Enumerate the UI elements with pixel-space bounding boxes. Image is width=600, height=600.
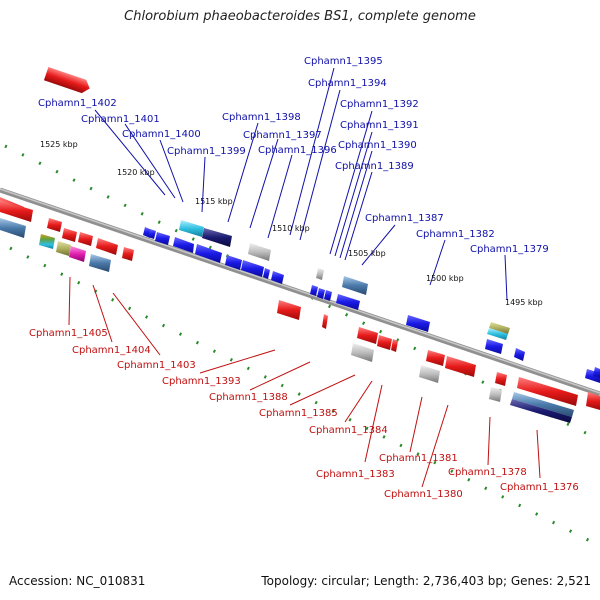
tick-label: 1500 kbp <box>426 274 464 283</box>
gene-feature <box>89 254 111 272</box>
gene-feature <box>173 237 194 253</box>
gene-label: Cphamn1_1383 <box>316 469 395 480</box>
gene-label: Cphamn1_1403 <box>117 360 196 371</box>
gene-feature <box>241 260 264 277</box>
gene-feature <box>342 276 368 295</box>
gene-label: Cphamn1_1389 <box>335 161 414 172</box>
gene-feature <box>148 229 156 239</box>
gene-feature <box>248 243 271 261</box>
gene-feature <box>351 343 374 362</box>
gene-label: Cphamn1_1402 <box>38 98 117 109</box>
gene-feature <box>47 218 62 232</box>
gene-label: Cphamn1_1393 <box>162 376 241 387</box>
genome-summary: Topology: circular; Length: 2,736,403 bp… <box>261 574 591 588</box>
tick-label: 1520 kbp <box>117 168 155 177</box>
gene-feature <box>96 238 118 255</box>
gene-feature <box>62 228 77 242</box>
gene-label: Cphamn1_1384 <box>309 425 388 436</box>
tick-label: 1515 kbp <box>195 197 233 206</box>
gene-feature <box>419 365 440 383</box>
tick-label: 1495 kbp <box>505 298 543 307</box>
gene-feature <box>195 244 222 263</box>
gene-feature <box>485 339 503 354</box>
gene-label: Cphamn1_1392 <box>340 99 419 110</box>
gene-feature <box>514 348 525 361</box>
gene-feature <box>155 232 170 245</box>
gene-label: Cphamn1_1401 <box>81 114 160 125</box>
gene-feature <box>317 288 325 299</box>
gene-feature <box>489 387 502 402</box>
gene-label: Cphamn1_1379 <box>470 244 549 255</box>
gene-feature <box>310 285 318 296</box>
gene-feature <box>487 328 508 340</box>
gene-feature <box>316 268 324 280</box>
gene-feature <box>122 247 134 261</box>
gene-feature <box>225 255 242 270</box>
gene-label: Cphamn1_1398 <box>222 112 301 123</box>
gene-label: Cphamn1_1380 <box>384 489 463 500</box>
gene-feature <box>0 200 33 222</box>
gene-feature <box>377 335 392 350</box>
gene-label: Cphamn1_1395 <box>304 56 383 67</box>
gene-feature <box>263 268 270 279</box>
gene-feature <box>322 314 328 329</box>
gene-feature <box>179 220 204 237</box>
gene-label: Cphamn1_1376 <box>500 482 579 493</box>
gene-label: Cphamn1_1397 <box>243 130 322 141</box>
gene-feature <box>43 67 90 94</box>
gene-feature <box>277 300 301 320</box>
gene-feature <box>512 392 574 417</box>
gene-feature <box>510 399 572 423</box>
position-ticks: 1525 kbp 1520 kbp 1515 kbp 1510 kbp 1505… <box>40 140 543 307</box>
gene-feature <box>271 271 284 284</box>
gene-feature <box>593 367 600 378</box>
gene-feature <box>324 290 332 301</box>
gene-feature <box>69 246 86 262</box>
gene-label: Cphamn1_1391 <box>340 120 419 131</box>
reverse-strand-genes <box>0 200 600 423</box>
top-label-connectors <box>94 67 508 301</box>
gene-feature <box>406 315 430 332</box>
tick-label: 1525 kbp <box>40 140 78 149</box>
gene-label: Cphamn1_1388 <box>209 392 288 403</box>
map-title: Chlorobium phaeobacteroides BS1, complet… <box>124 9 476 24</box>
gene-label: Cphamn1_1381 <box>379 453 458 464</box>
bottom-label-connectors <box>68 276 541 488</box>
gene-feature <box>357 327 378 344</box>
gene-label: Cphamn1_1394 <box>308 78 387 89</box>
top-gene-labels: Cphamn1_1402 Cphamn1_1401 Cphamn1_1400 C… <box>38 56 549 255</box>
gene-label: Cphamn1_1387 <box>365 213 444 224</box>
gene-feature <box>78 232 93 246</box>
gene-feature <box>445 356 476 377</box>
accession-text: Accession: NC_010831 <box>9 574 146 588</box>
gene-feature <box>202 228 232 247</box>
gene-feature <box>391 339 398 352</box>
gene-label: Cphamn1_1405 <box>29 328 108 339</box>
genome-backbone <box>0 187 600 397</box>
gene-label: Cphamn1_1382 <box>416 229 495 240</box>
gene-feature <box>39 234 55 249</box>
gene-feature <box>517 377 578 406</box>
gene-label: Cphamn1_1385 <box>259 408 338 419</box>
gene-label: Cphamn1_1400 <box>122 129 201 140</box>
gene-label: Cphamn1_1390 <box>338 140 417 151</box>
gene-label: Cphamn1_1378 <box>448 467 527 478</box>
gene-feature <box>586 392 600 410</box>
gene-label: Cphamn1_1404 <box>72 345 151 356</box>
gene-feature <box>336 294 360 310</box>
bottom-gene-labels: Cphamn1_1405 Cphamn1_1404 Cphamn1_1403 C… <box>29 328 579 500</box>
gene-label: Cphamn1_1399 <box>167 146 246 157</box>
gene-feature <box>56 241 71 256</box>
gene-feature <box>0 218 26 238</box>
gene-feature <box>495 372 507 386</box>
tick-label: 1510 kbp <box>272 224 310 233</box>
gene-feature <box>426 350 445 366</box>
gene-feature <box>489 322 510 334</box>
gene-label: Cphamn1_1396 <box>258 145 337 156</box>
tick-label: 1505 kbp <box>348 249 386 258</box>
